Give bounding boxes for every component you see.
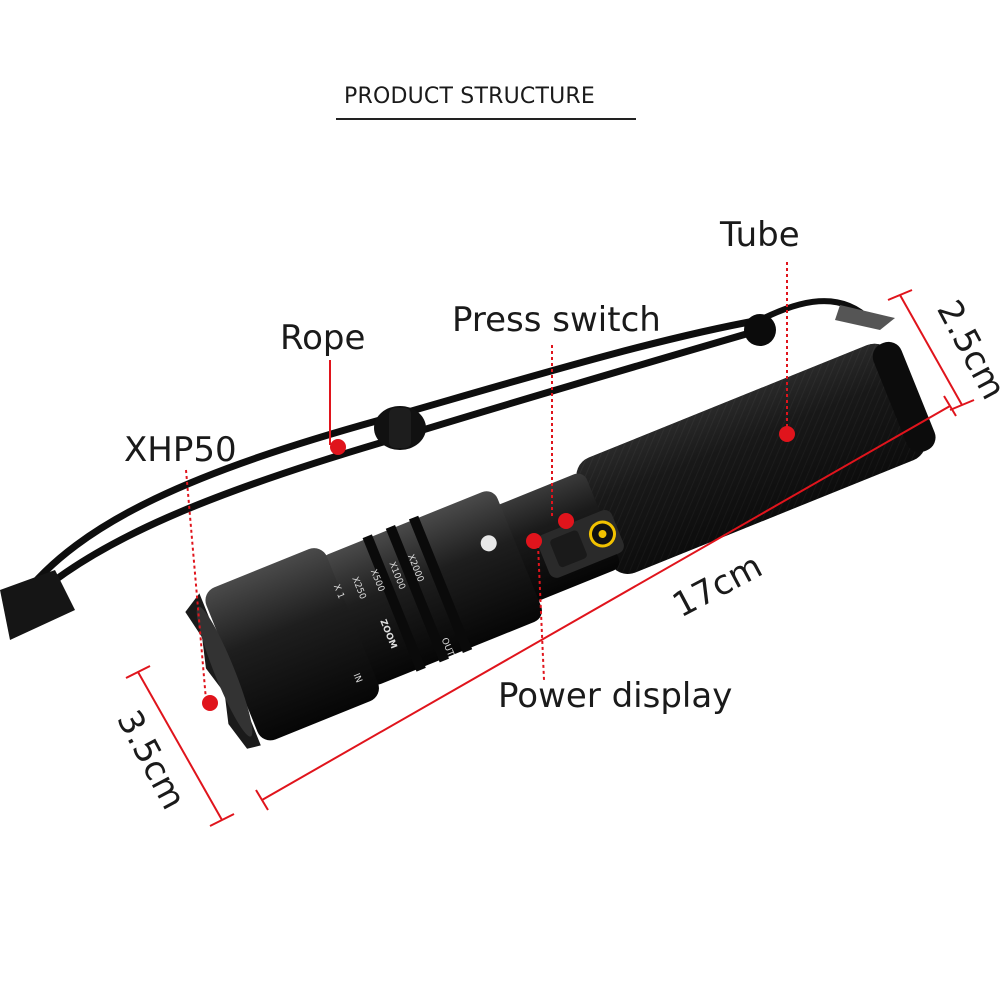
marking-x250: X250 (349, 575, 368, 601)
tube-dot (779, 426, 795, 442)
callout-tube: Tube (720, 215, 800, 255)
callout-rope: Rope (280, 318, 366, 358)
xhp50-dot (202, 695, 218, 711)
marking-in: IN (350, 672, 364, 685)
flashlight-head (205, 548, 379, 741)
callout-press-switch: Press switch (452, 300, 661, 340)
marking-x500: X500 (367, 568, 386, 594)
marking-out: OUT (438, 636, 456, 659)
rope (0, 298, 873, 640)
rope-dot (330, 439, 346, 455)
rope-bead-right (744, 314, 776, 346)
power-display-window (550, 530, 587, 568)
callout-xhp50: XHP50 (124, 430, 237, 470)
page-title: PRODUCT STRUCTURE (344, 84, 595, 109)
marking-x1000: X1000 (386, 560, 407, 592)
head-diameter-line (137, 671, 223, 821)
rope-clip (0, 570, 75, 640)
length-line (261, 405, 951, 801)
marking-x1: X 1 (330, 583, 346, 601)
title-block: PRODUCT STRUCTURE (336, 84, 636, 120)
tail-diameter-line (899, 294, 963, 406)
tail-ring (835, 305, 895, 330)
zoom-indicator-dot (480, 535, 497, 552)
title-underline (336, 118, 636, 120)
dimension-lines (125, 289, 975, 827)
callout-power-display: Power display (498, 676, 733, 716)
callout-markers (185, 262, 795, 711)
flashlight-body (185, 341, 936, 749)
press-switch-dot (558, 513, 574, 529)
power-display-dot (526, 533, 542, 549)
marking-zoom: ZOOM (377, 618, 399, 651)
